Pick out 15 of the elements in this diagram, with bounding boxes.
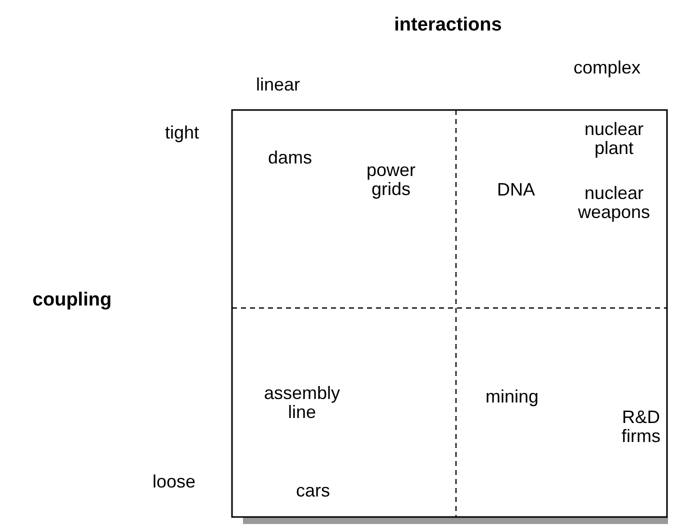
item-label: nuclear weapons	[576, 184, 652, 222]
axis-label: complex	[572, 58, 642, 78]
item-label: mining	[484, 388, 540, 406]
item-label: R&D firms	[620, 408, 662, 446]
item-label: power grids	[365, 161, 417, 199]
item-label: dams	[266, 148, 313, 168]
axis-title: coupling	[31, 290, 113, 310]
axis-label: linear	[254, 76, 302, 94]
item-label: cars	[294, 482, 331, 500]
item-label: assembly line	[262, 384, 342, 422]
axis-label: tight	[164, 124, 200, 142]
item-label: DNA	[496, 180, 536, 200]
axis-title: interactions	[393, 16, 503, 34]
axis-label: loose	[151, 472, 197, 492]
item-label: nuclear plant	[583, 120, 645, 158]
